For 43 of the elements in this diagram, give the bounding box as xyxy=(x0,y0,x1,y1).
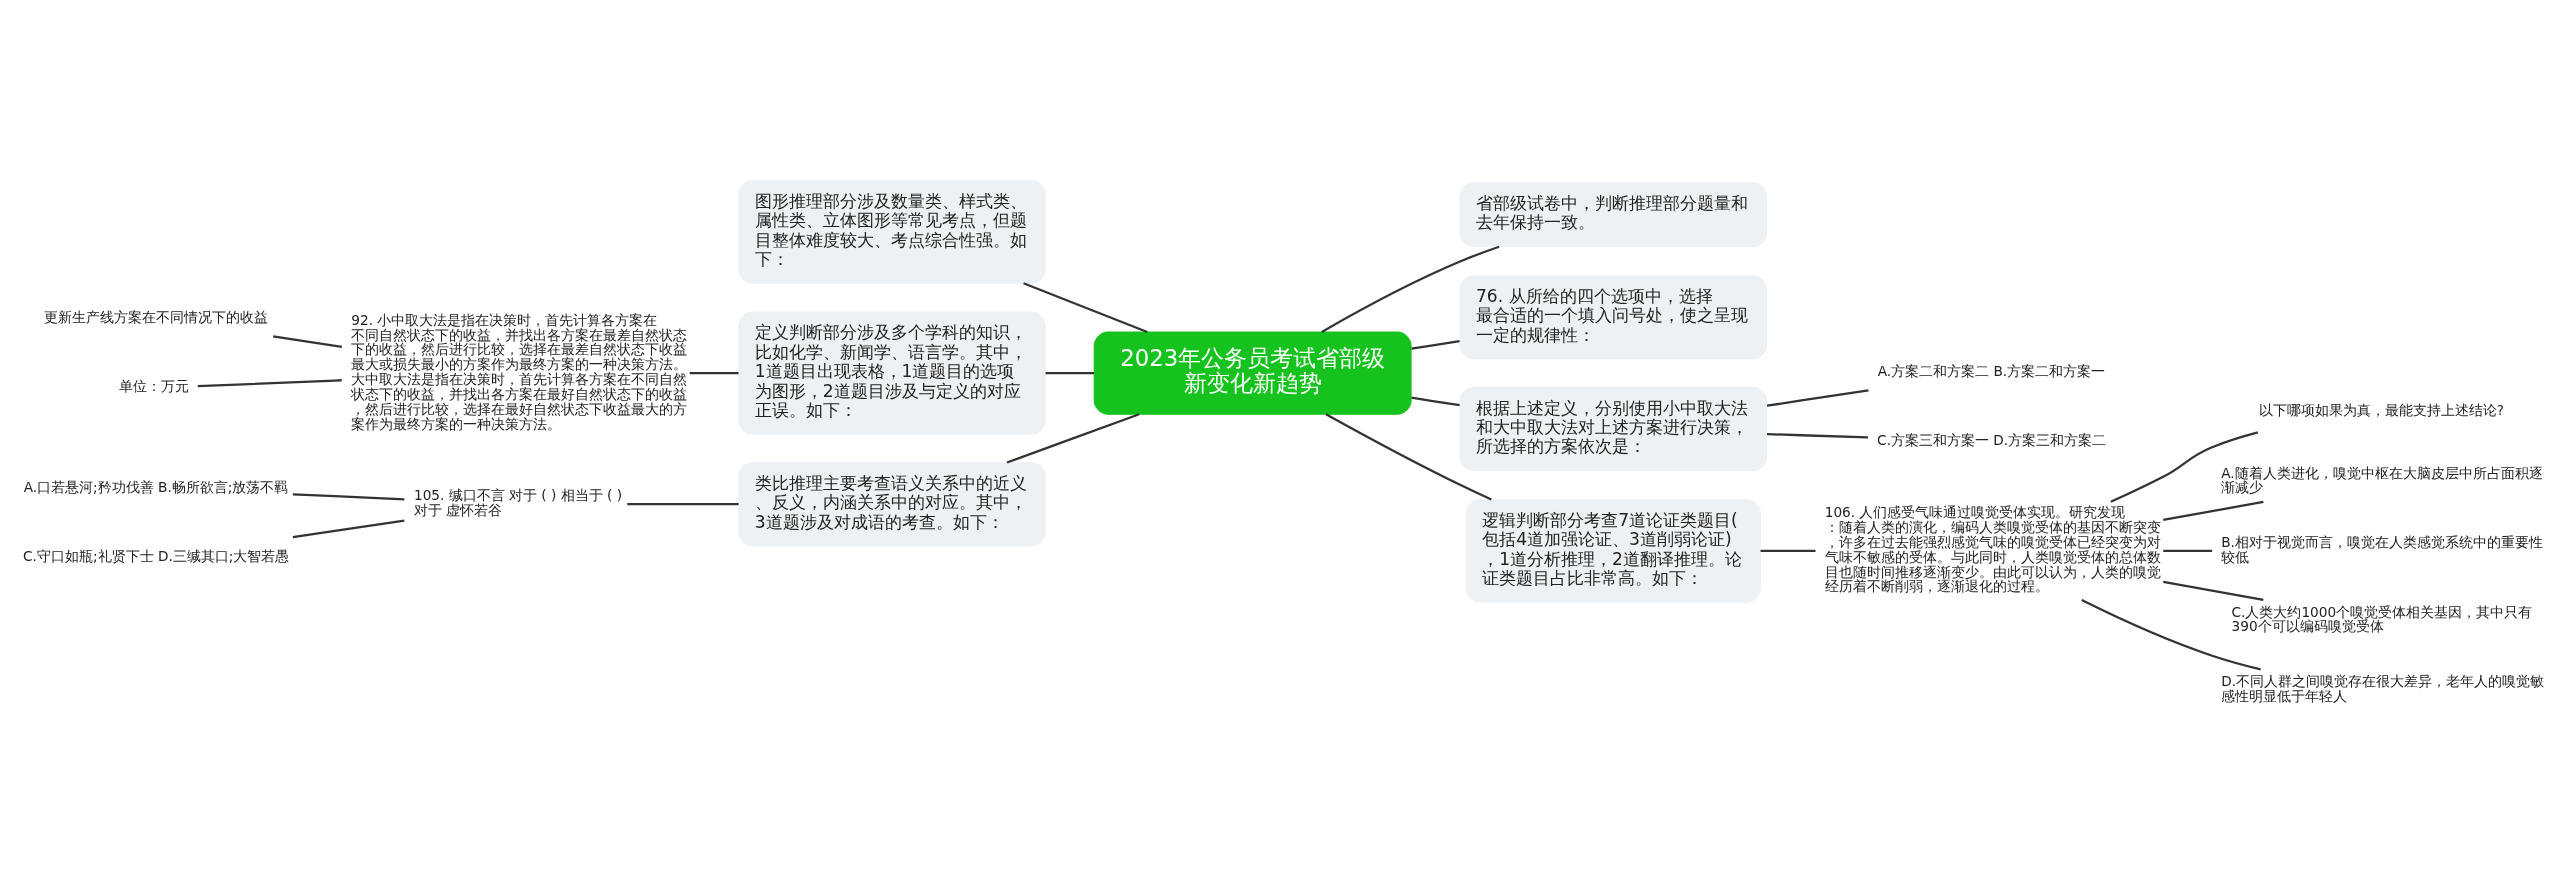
connector xyxy=(689,372,739,375)
node-box: 类比推理主要考查语义关系中的近义、反义，内涵关系中的对应。其中，3道题涉及对成语的考查。如下： xyxy=(738,462,1046,547)
connector xyxy=(1045,372,1094,375)
node-text: 92. 小中取大法是指在决策时，首先计算各方案在不同自然状态下的收益，并找出各方案在最差自然状态下的收益，然后进行比较，选择在最差自然状态下收益最大或损失最小的方案作为最终方案的一种决策方法。大中取大法是指在决策时，首先计算各方案在不同自然状态下的收益，并找出各方案在最好自然状态下的收益，然后进行比较，选择在最好自然状态下收益最大的方案作为最终方案的一种决策方法。 xyxy=(351,311,688,432)
node-text: 更新生产线方案在不同情况下的收益 xyxy=(43,308,268,325)
connector xyxy=(1006,413,1140,464)
node-text: C.人类大约1000个嗅觉受体相关基因，其中只有390个可以编码嗅觉受体 xyxy=(2231,603,2533,635)
node-text: 单位：万元 xyxy=(118,378,189,395)
connector xyxy=(1325,413,1492,501)
node-box: 2023年公务员考试省部级新变化新趋势 xyxy=(1093,331,1412,415)
node-text: B.相对于视觉而言，嗅觉在人类感觉系统中的重要性较低 xyxy=(2221,534,2543,565)
connector xyxy=(1760,549,1816,553)
node-text: D.不同人群之间嗅觉存在很大差异，老年人的嗅觉敏感性明显低于年轻人 xyxy=(2221,673,2545,704)
connector xyxy=(627,503,739,506)
node-text: 以下哪项如果为真，最能支持上述结论? xyxy=(2258,402,2505,419)
connector xyxy=(1766,389,1869,407)
node-box: 省部级试卷中，判断推理部分题量和去年保持一致。 xyxy=(1459,182,1768,248)
node-text: C.方案三和方案一 D.方案三和方案二 xyxy=(1877,432,2107,449)
node-box: 76. 从所给的四个选项中，选择最合适的一个填入问号处，使之呈现一定的规律性： xyxy=(1459,275,1768,360)
connector xyxy=(2163,580,2264,601)
connector xyxy=(2110,431,2259,503)
node-text: C.守口如瓶;礼贤下士 D.三缄其口;大智若愚 xyxy=(23,548,290,565)
connector xyxy=(2163,500,2264,522)
node-box: 定义判断部分涉及多个学科的知识，比如化学、新闻学、语言学。其中，1道题目出现表格，1道题目的选项为图形，2道题目涉及与定义的对应正误。如下： xyxy=(738,311,1046,435)
connector xyxy=(1766,432,1868,439)
node-text: A.方案二和方案二 B.方案二和方案一 xyxy=(1877,362,2106,379)
connector xyxy=(2163,549,2213,553)
node-box: 根据上述定义，分别使用小中取大法和大中取大法对上述方案进行决策，所选择的方案依次是： xyxy=(1459,386,1768,472)
node-box: 图形推理部分涉及数量类、样式类、属性类、立体图形等常见考点，但题目整体难度较大、考点综合性强。如下： xyxy=(738,180,1046,284)
connector xyxy=(1023,282,1148,334)
connector xyxy=(292,519,405,539)
node-text: A.随着人类进化，嗅觉中枢在大脑皮层中所占面积逐渐减少 xyxy=(2221,464,2543,496)
node-box: 逻辑判断部分考查7道论证类题目(包括4道加强论证、3道削弱论证)，1道分析推理，2道翻译推理。论证类题目占比非常高。如下： xyxy=(1465,499,1761,603)
node-text: 106. 人们感受气味通过嗅觉受体实现。研究发现：随着人类的演化，编码人类嗅觉受体的基因不断突变，许多在过去能强烈感觉气味的嗅觉受体已经突变为对气味不敏感的受体。与此同时，人类嗅觉受体的总体数目也随时间推移逐渐变少。由此可以认为，人类的嗅觉经历着不断削弱，逐渐退化的过程。 xyxy=(1824,504,2161,595)
node-text: A.口若悬河;矜功伐善 B.畅所欲言;放荡不羁 xyxy=(23,478,289,495)
connector xyxy=(1411,396,1460,407)
connector xyxy=(272,335,343,348)
connector xyxy=(292,493,405,501)
node-text: 105. 缄口不言 对于 ( ) 相当于 ( ) 对于 虚怀若谷 xyxy=(413,487,623,519)
connector xyxy=(1321,245,1500,333)
connector xyxy=(197,379,342,388)
connector xyxy=(1411,339,1460,350)
connector xyxy=(2081,599,2261,671)
